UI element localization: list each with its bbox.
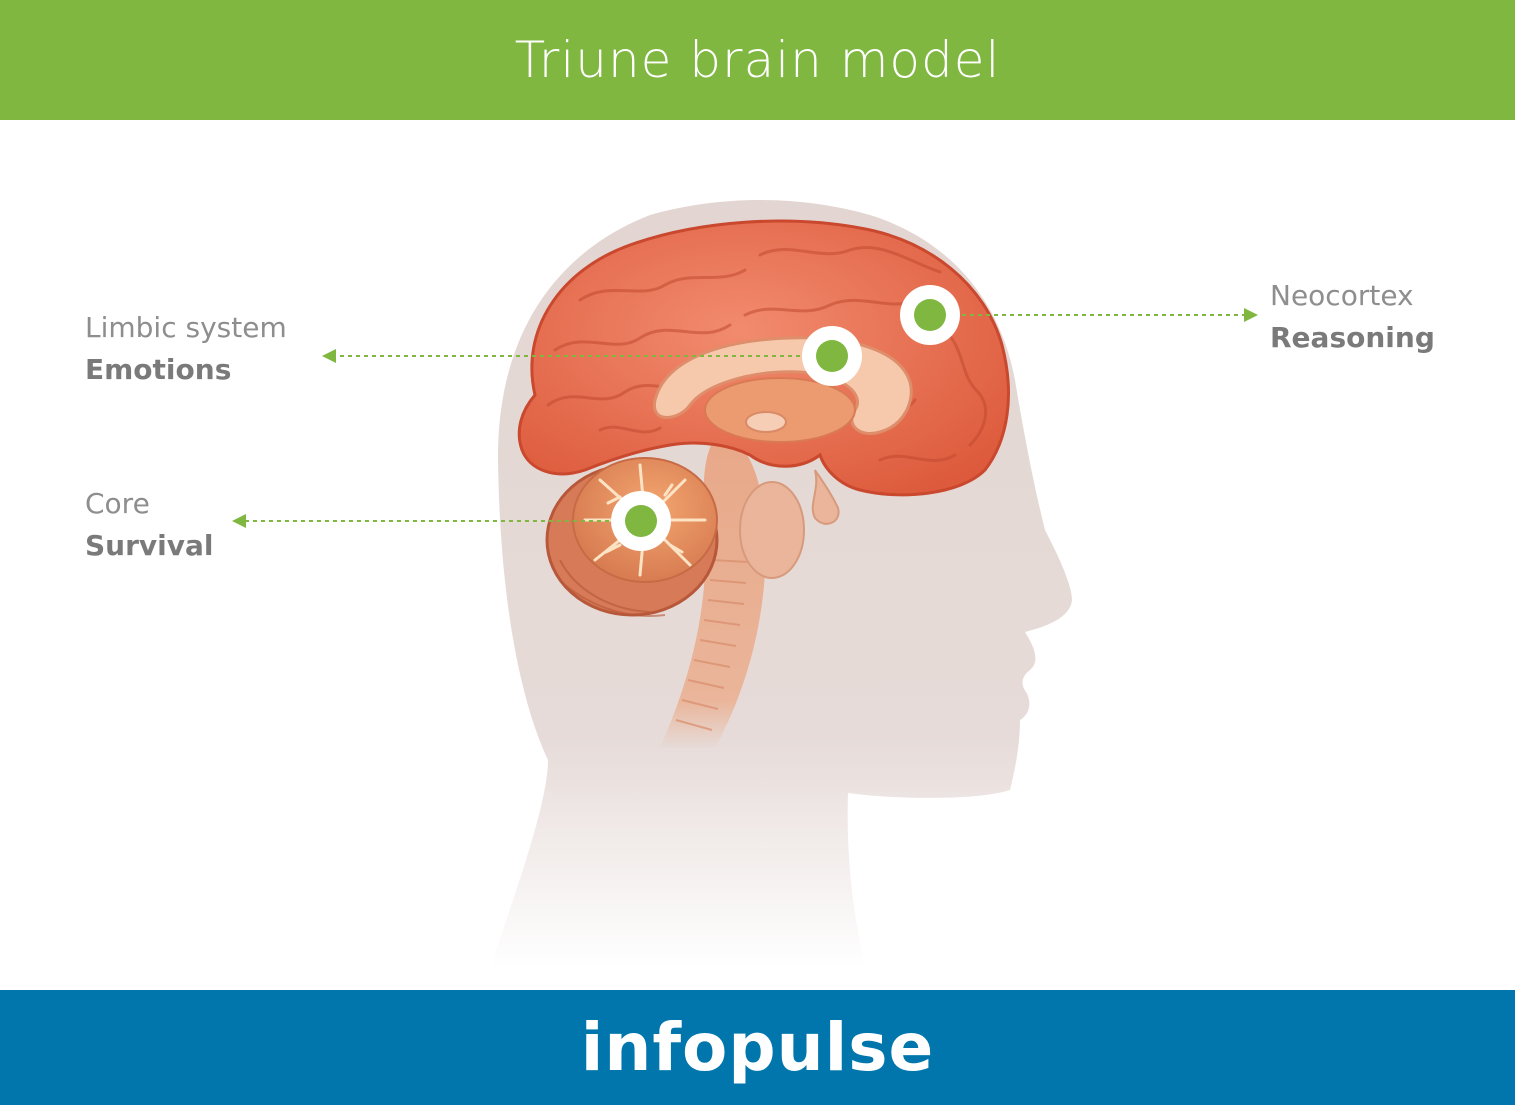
arrow-left-icon xyxy=(322,349,336,363)
spinal-cord xyxy=(660,430,766,748)
marker-core xyxy=(611,491,671,551)
neocortex-name: Neocortex xyxy=(1270,279,1414,312)
title-bar: Triune brain model xyxy=(0,0,1515,120)
arrow-left-icon xyxy=(232,514,246,528)
limbic-name: Limbic system xyxy=(85,311,287,344)
footer-bar: infopulse xyxy=(0,990,1515,1105)
limbic-function: Emotions xyxy=(85,353,232,386)
arrow-right-icon xyxy=(1244,308,1258,322)
neocortex-function: Reasoning xyxy=(1270,321,1435,354)
core-name: Core xyxy=(85,487,150,520)
thalamus-center xyxy=(745,411,787,433)
marker-neocortex xyxy=(900,285,960,345)
pituitary xyxy=(811,469,840,525)
page-title: Triune brain model xyxy=(514,31,1001,89)
brand-logo: infopulse xyxy=(580,1009,935,1086)
neocortex-label: Neocortex Reasoning xyxy=(1270,275,1435,359)
connector-lines xyxy=(244,314,1246,522)
spine-ridges xyxy=(675,559,749,731)
pons xyxy=(739,481,805,579)
connector-arrows xyxy=(232,308,1258,528)
core-function: Survival xyxy=(85,529,214,562)
marker-limbic xyxy=(802,326,862,386)
limbic-label: Limbic system Emotions xyxy=(85,307,287,391)
core-label: Core Survival xyxy=(85,483,214,567)
brain-illustration xyxy=(232,200,1258,968)
thalamus xyxy=(704,377,856,443)
